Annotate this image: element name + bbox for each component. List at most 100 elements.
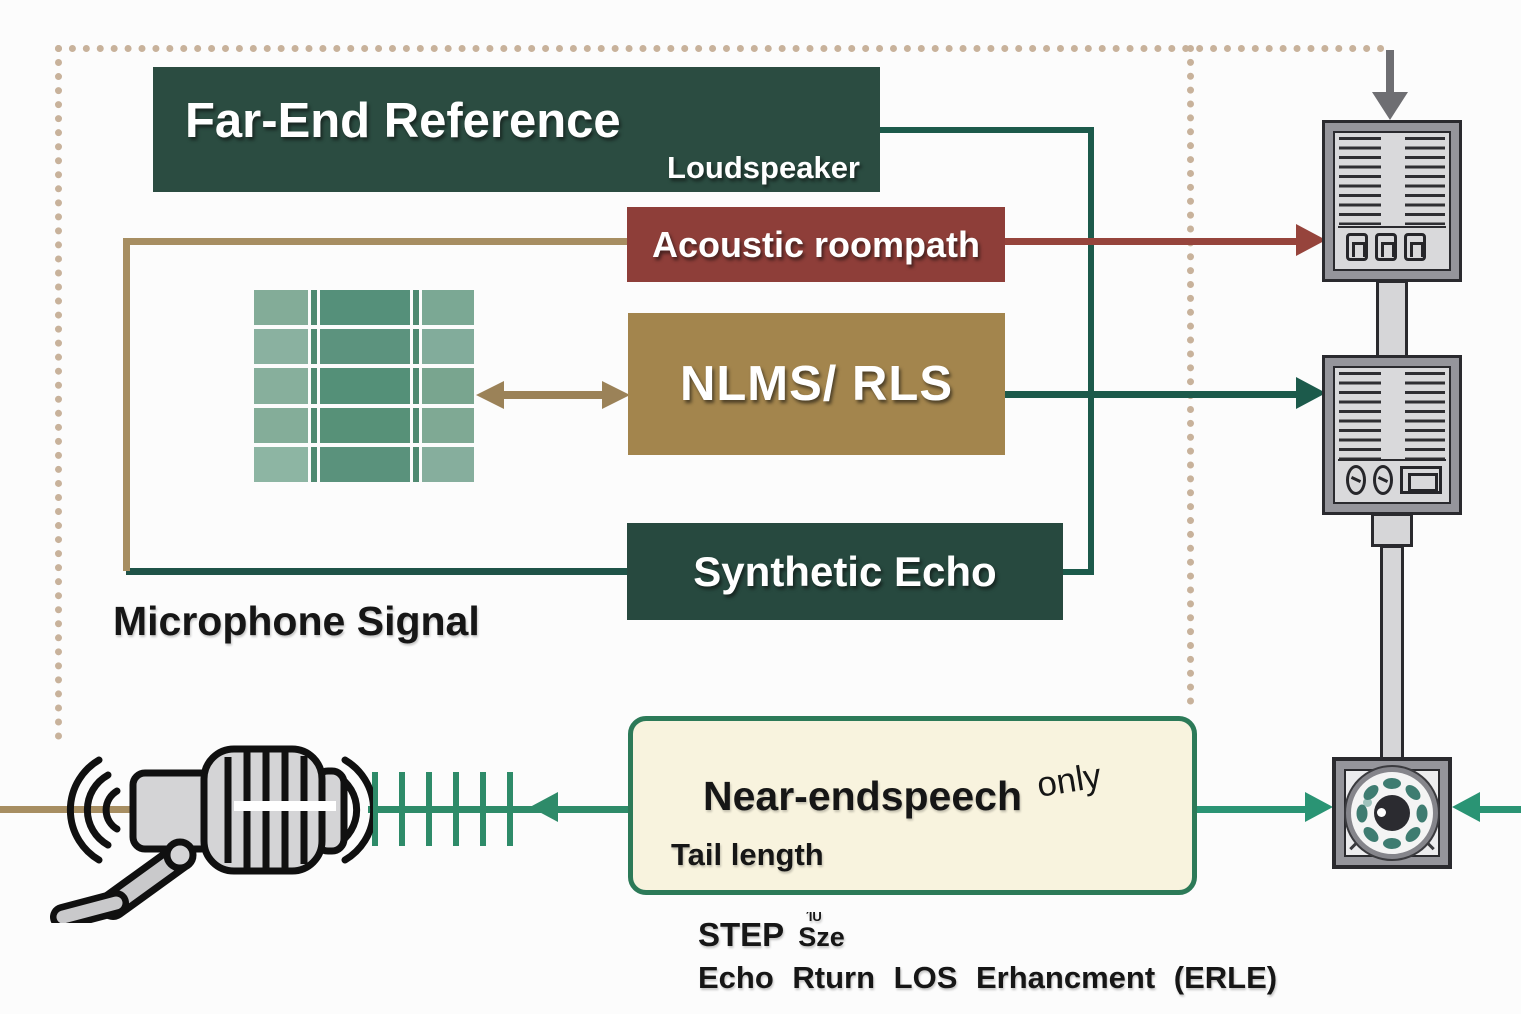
microphone-signal-label: Microphone Signal — [113, 598, 480, 644]
vent-grille-icon — [1339, 137, 1381, 225]
grille-hole — [1383, 778, 1401, 789]
matrix-cell — [320, 329, 410, 365]
matrix-cell — [422, 407, 474, 443]
sound-wave-right-icon — [341, 756, 373, 864]
size-superscript: ΊU — [806, 909, 822, 924]
matrix-cell — [320, 368, 410, 404]
right-edge-to-speaker-arrowhead — [1452, 792, 1480, 822]
switch-icon — [1375, 233, 1397, 261]
near-end-to-speaker-line — [1197, 806, 1307, 813]
matrix-cell — [413, 368, 419, 404]
matrix-cell — [311, 368, 317, 404]
tan-feedback-horizontal-line — [123, 238, 627, 245]
dotted-frame-middle-vertical — [1187, 45, 1194, 705]
device-control-panel — [1338, 226, 1446, 266]
speaker-grille-icon — [1346, 767, 1438, 859]
grille-hole — [1360, 824, 1382, 845]
matrix-cell — [422, 446, 474, 482]
device-connector-stem — [1376, 280, 1408, 358]
matrix-cell — [254, 290, 308, 326]
erle-label: Echo Rturn LOS Erhancment (ERLE) — [698, 960, 1278, 995]
nlms-output-arrowhead — [1296, 377, 1326, 409]
matrix-cell — [413, 407, 419, 443]
nlms-rls-box: NLMS/ RLS — [628, 313, 1005, 455]
matrix-cell — [254, 407, 308, 443]
only-annotation: only — [1034, 756, 1104, 805]
grille-hole — [1383, 838, 1401, 849]
far-end-to-right-line — [879, 127, 1091, 133]
comb-tick — [453, 772, 459, 846]
sound-wave-left-icon — [102, 787, 121, 833]
synthetic-echo-right-stub — [1063, 569, 1094, 575]
step-word: STEP — [698, 916, 785, 953]
device-connector-stem — [1380, 545, 1404, 761]
grille-hole — [1356, 804, 1368, 823]
comb-tick — [372, 772, 378, 846]
matrix-cell — [311, 290, 317, 326]
matrix-cell — [422, 368, 474, 404]
far-end-title: Far-End Reference — [185, 94, 621, 148]
comb-tick — [480, 772, 486, 846]
signal-comb-ticks — [372, 772, 513, 846]
grille-hole — [1402, 782, 1424, 803]
nlms-output-arrow-line — [1005, 391, 1298, 398]
top-input-arrow-line — [1386, 50, 1394, 94]
knob-icon — [1373, 465, 1393, 495]
matrix-cell — [311, 446, 317, 482]
comb-tick — [507, 772, 513, 846]
vent-grille-icon — [1339, 372, 1381, 460]
matrix-cell — [320, 446, 410, 482]
near-end-speech-title: Near-endspeech — [703, 773, 1023, 819]
sound-wave-left-icon — [66, 756, 103, 864]
dotted-frame-left — [55, 45, 62, 740]
dotted-frame-top — [55, 45, 1385, 52]
right-edge-to-speaker-line — [1478, 806, 1521, 813]
speaker-hub — [1374, 795, 1410, 831]
loudspeaker-device-top-face — [1333, 131, 1451, 271]
matrix-cell — [311, 329, 317, 365]
microphone-icon — [50, 745, 373, 923]
device-control-panel — [1338, 459, 1446, 499]
loudspeaker-device-middle-face — [1333, 366, 1451, 504]
acoustic-path-arrowhead — [1296, 224, 1326, 256]
matrix-cell — [413, 290, 419, 326]
display-slot-icon — [1400, 466, 1442, 494]
grille-hole — [1416, 804, 1428, 823]
vent-grille-icon — [1405, 372, 1445, 460]
loudspeaker-label: Loudspeaker — [667, 150, 860, 185]
round-speaker-panel — [1344, 767, 1440, 859]
grille-dot — [1363, 798, 1372, 807]
matrix-cell — [413, 446, 419, 482]
comb-tick — [399, 772, 405, 846]
double-arrowhead-right — [602, 381, 630, 409]
matrix-cell — [254, 446, 308, 482]
switch-icon — [1404, 233, 1426, 261]
tail-length-label: Tail length — [671, 837, 824, 872]
top-input-arrowhead — [1372, 92, 1408, 120]
grid-nlms-double-arrow-line — [502, 391, 604, 399]
switch-icon — [1346, 233, 1368, 261]
knob-icon — [1346, 465, 1366, 495]
vent-grille-icon — [1405, 137, 1445, 225]
comb-tick — [426, 772, 432, 846]
tan-feedback-vertical-line — [123, 240, 130, 571]
near-end-to-mic-line — [368, 806, 630, 813]
grille-hole — [1402, 824, 1424, 845]
round-speaker-device — [1332, 757, 1452, 869]
device-connector-plug — [1371, 513, 1413, 547]
matrix-cell — [254, 329, 308, 365]
matrix-cell — [422, 329, 474, 365]
matrix-cell — [320, 290, 410, 326]
far-end-reference-box: Far-End Reference Loudspeaker — [153, 67, 880, 192]
double-arrowhead-left — [476, 381, 504, 409]
microphone-to-synthetic-line — [126, 568, 627, 575]
acoustic-roompath-box: Acoustic roompath — [627, 207, 1005, 282]
sound-wave-left-icon — [83, 771, 112, 849]
filter-weight-matrix — [254, 290, 474, 482]
right-vertical-green-line — [1088, 127, 1094, 573]
near-end-to-mic-arrowhead — [530, 792, 558, 822]
near-end-to-speaker-arrowhead — [1305, 792, 1333, 822]
